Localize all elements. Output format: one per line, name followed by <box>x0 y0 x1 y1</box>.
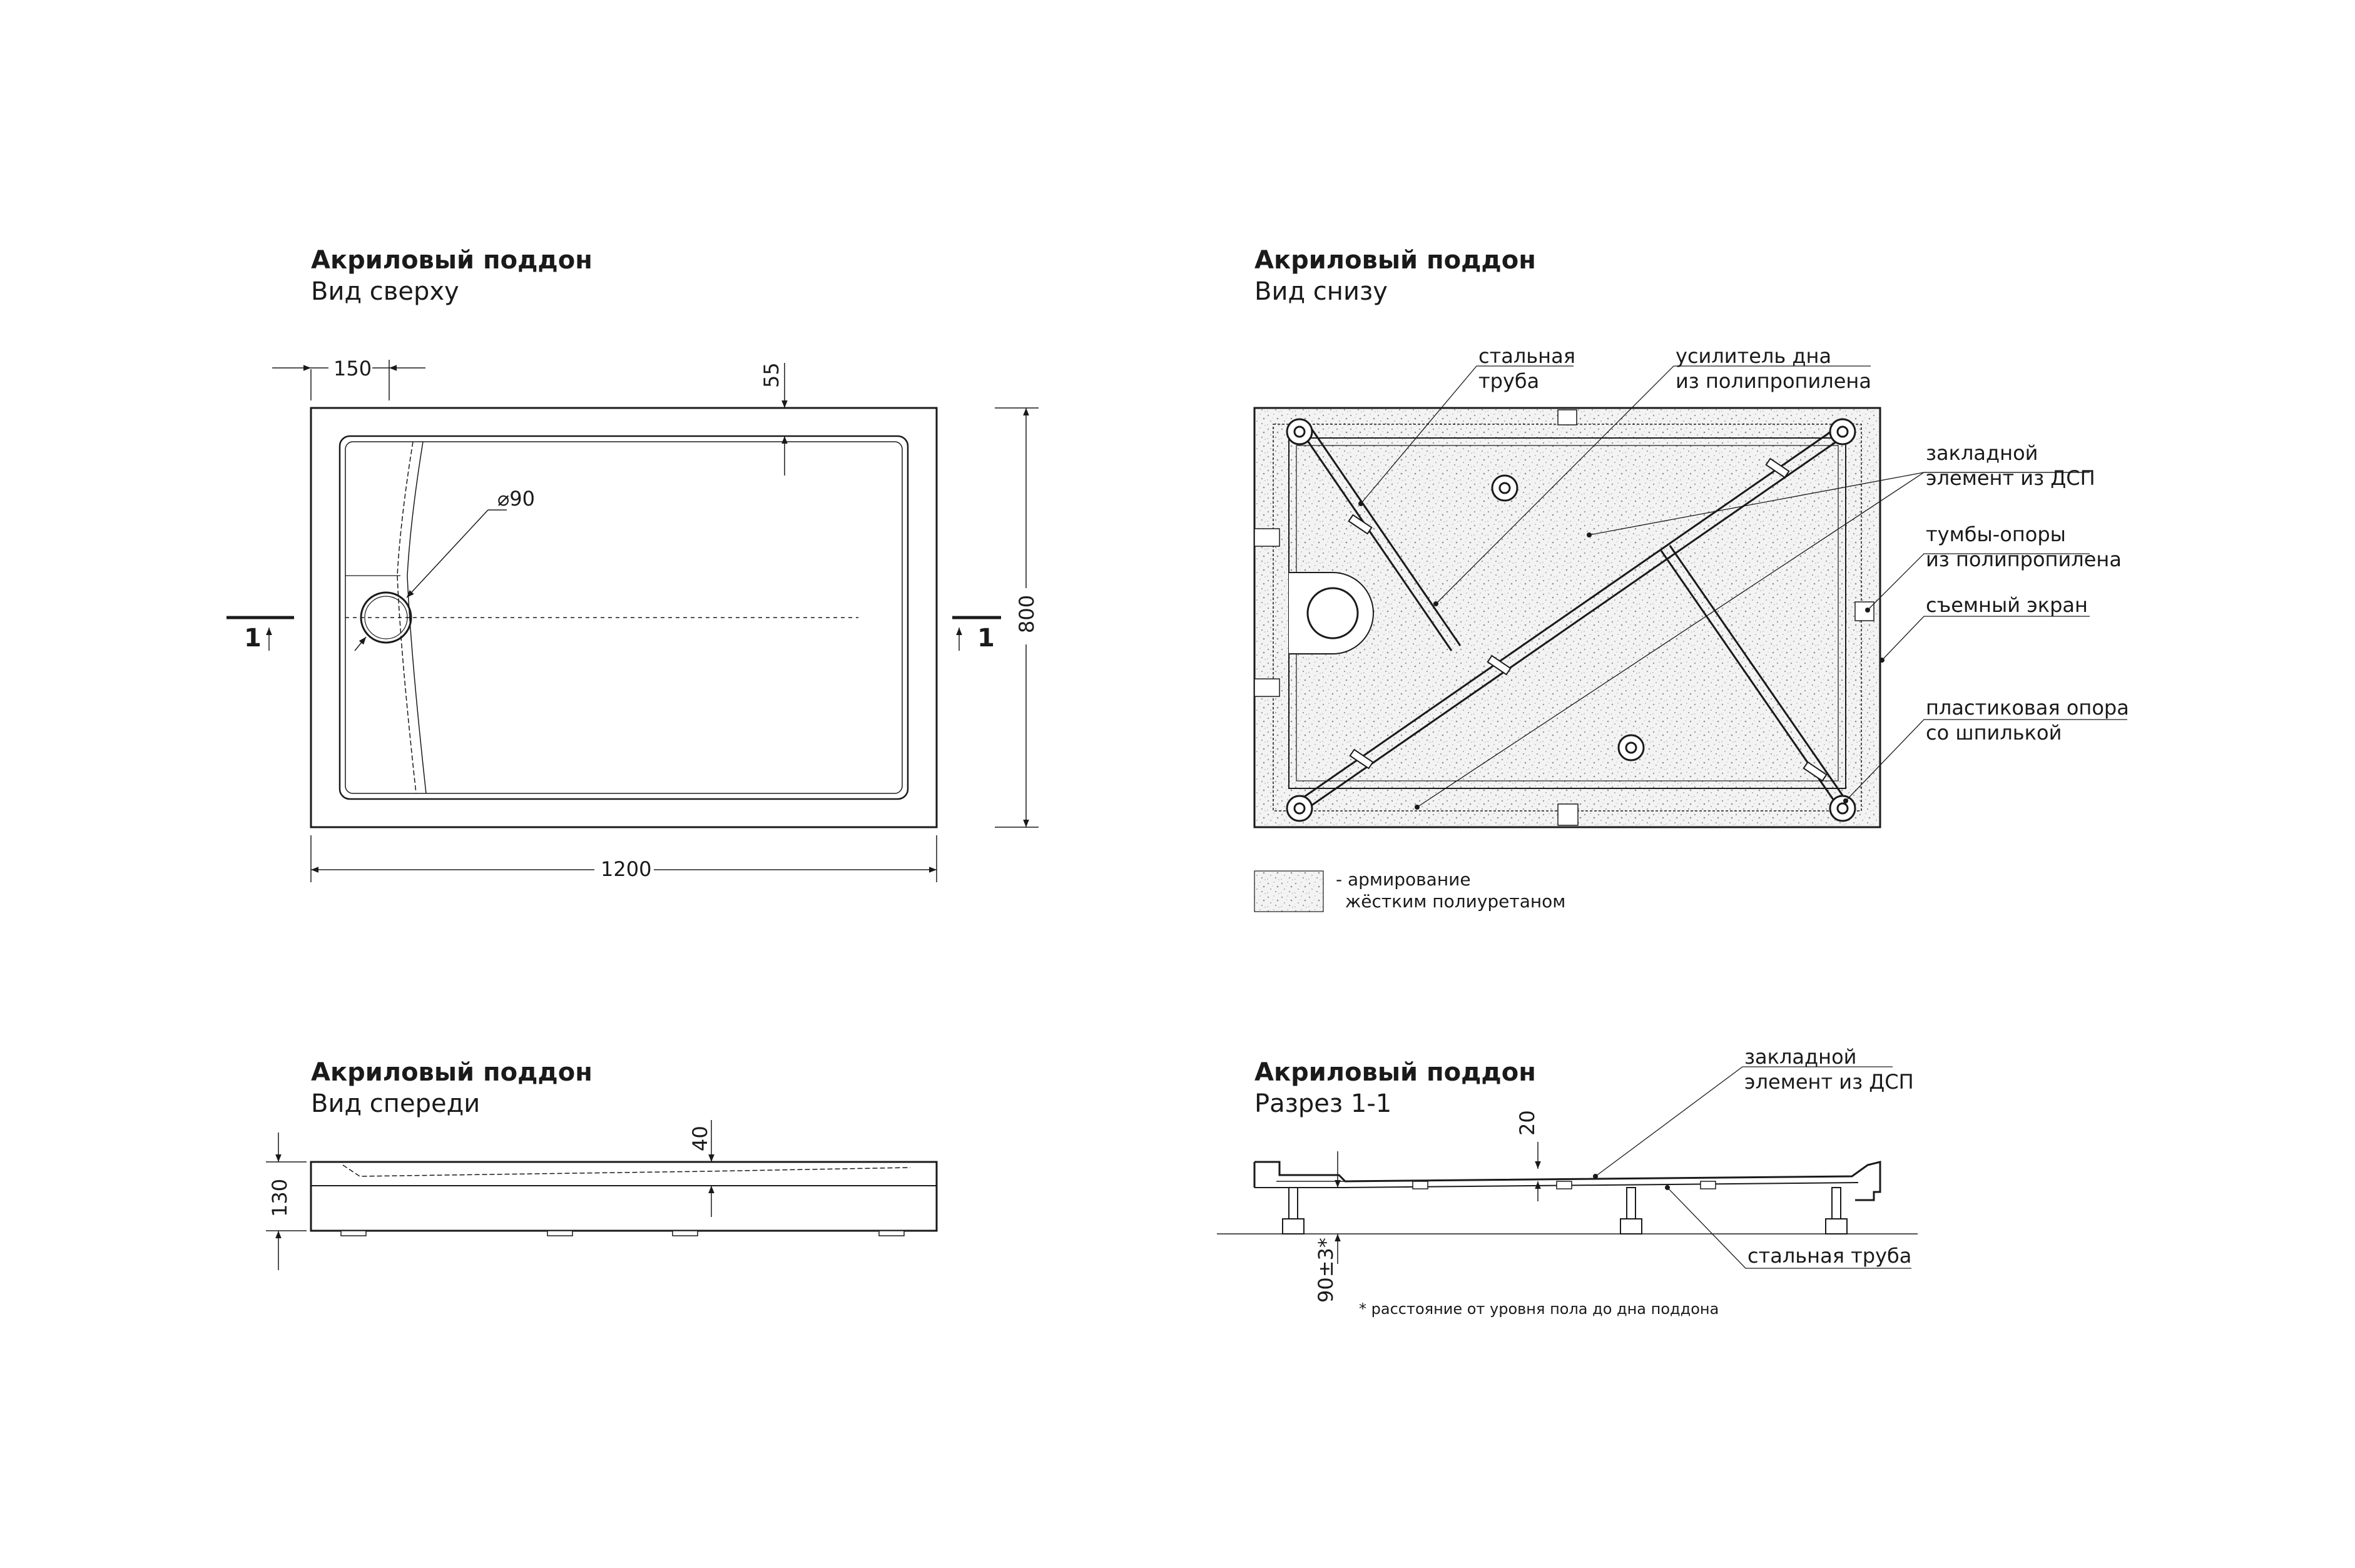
dim-height: 130 <box>268 1179 292 1217</box>
dim-rim-width: 55 <box>760 362 783 388</box>
tray-front-outline <box>310 1161 938 1232</box>
legend-swatch <box>1254 870 1324 912</box>
dim-width: 800 <box>1015 595 1039 633</box>
section-view-subtitle: Разрез 1-1 <box>1254 1089 1392 1118</box>
callout-reinforcer-2: из полипропилена <box>1676 369 1871 393</box>
dim-drain-diameter: ⌀90 <box>497 487 535 511</box>
callout-plastic-leg-2: со шпилькой <box>1926 721 2062 745</box>
corner-supports <box>1286 418 1856 822</box>
section-supports <box>1282 1187 1848 1235</box>
section-callout-steel-pipe: стальная труба <box>1747 1244 1911 1268</box>
front-view-title: Акриловый поддон <box>311 1058 593 1087</box>
drain-hole <box>360 591 412 644</box>
dim-length: 1200 <box>601 857 651 881</box>
slope-line <box>397 441 417 794</box>
slope-line <box>407 441 427 794</box>
callout-reinforcer-1: усилитель дна <box>1676 344 1831 368</box>
dim-floor-gap: 90±3* <box>1314 1238 1338 1303</box>
legend-text-2: жёстким полиуретаном <box>1345 891 1565 912</box>
callout-plastic-leg-1: пластиковая опора <box>1926 696 2129 720</box>
legend-text-1: - армирование <box>1336 869 1471 890</box>
steel-pipe-frame <box>1298 426 1846 812</box>
dim-depth: 40 <box>688 1126 712 1151</box>
reinforcer-panel <box>1288 437 1846 789</box>
callout-steel-pipe-2: труба <box>1478 369 1539 393</box>
drain-hole-inner <box>364 596 408 639</box>
callout-insert-1: закладной <box>1926 441 2038 465</box>
section-callout-insert-2: элемент из ДСП <box>1744 1070 1914 1094</box>
dim-section-step: 20 <box>1515 1110 1539 1136</box>
callout-support-2: из полипропилена <box>1926 547 2122 571</box>
drain-hole-bottom <box>1306 587 1359 639</box>
front-view <box>266 1120 938 1270</box>
section-inserts <box>1412 1181 1716 1189</box>
dim-drain-offset: 150 <box>333 357 372 380</box>
front-view-subtitle: Вид спереди <box>311 1089 481 1118</box>
top-view-subtitle: Вид сверху <box>311 277 459 306</box>
section-mark-right: 1 <box>977 624 995 653</box>
bottom-view <box>1253 365 2127 912</box>
callout-insert-2: элемент из ДСП <box>1926 466 2095 490</box>
section-mark-left: 1 <box>244 624 262 653</box>
section-callout-insert-1: закладной <box>1744 1045 1856 1069</box>
bottom-view-subtitle: Вид снизу <box>1254 277 1388 306</box>
front-feet <box>340 1230 905 1236</box>
section-view-title: Акриловый поддон <box>1254 1058 1536 1087</box>
tray-outer-outline <box>310 407 938 828</box>
pipe-clamps <box>1348 457 1828 782</box>
callout-leaders <box>1360 365 2127 808</box>
callout-support-1: тумбы-опоры <box>1926 522 2066 546</box>
callout-steel-pipe-1: стальная <box>1478 344 1575 368</box>
footnote: * расстояние от уровня пола до дна поддо… <box>1359 1300 1719 1318</box>
tray-section-profile <box>1254 1161 1881 1201</box>
tray-inner-bowl <box>338 435 909 800</box>
section-view <box>1217 1066 1918 1269</box>
callout-screen: съемный экран <box>1926 593 2088 617</box>
top-view-title: Акриловый поддон <box>311 246 593 275</box>
top-view <box>226 360 1039 882</box>
bottom-view-title: Акриловый поддон <box>1254 246 1536 275</box>
